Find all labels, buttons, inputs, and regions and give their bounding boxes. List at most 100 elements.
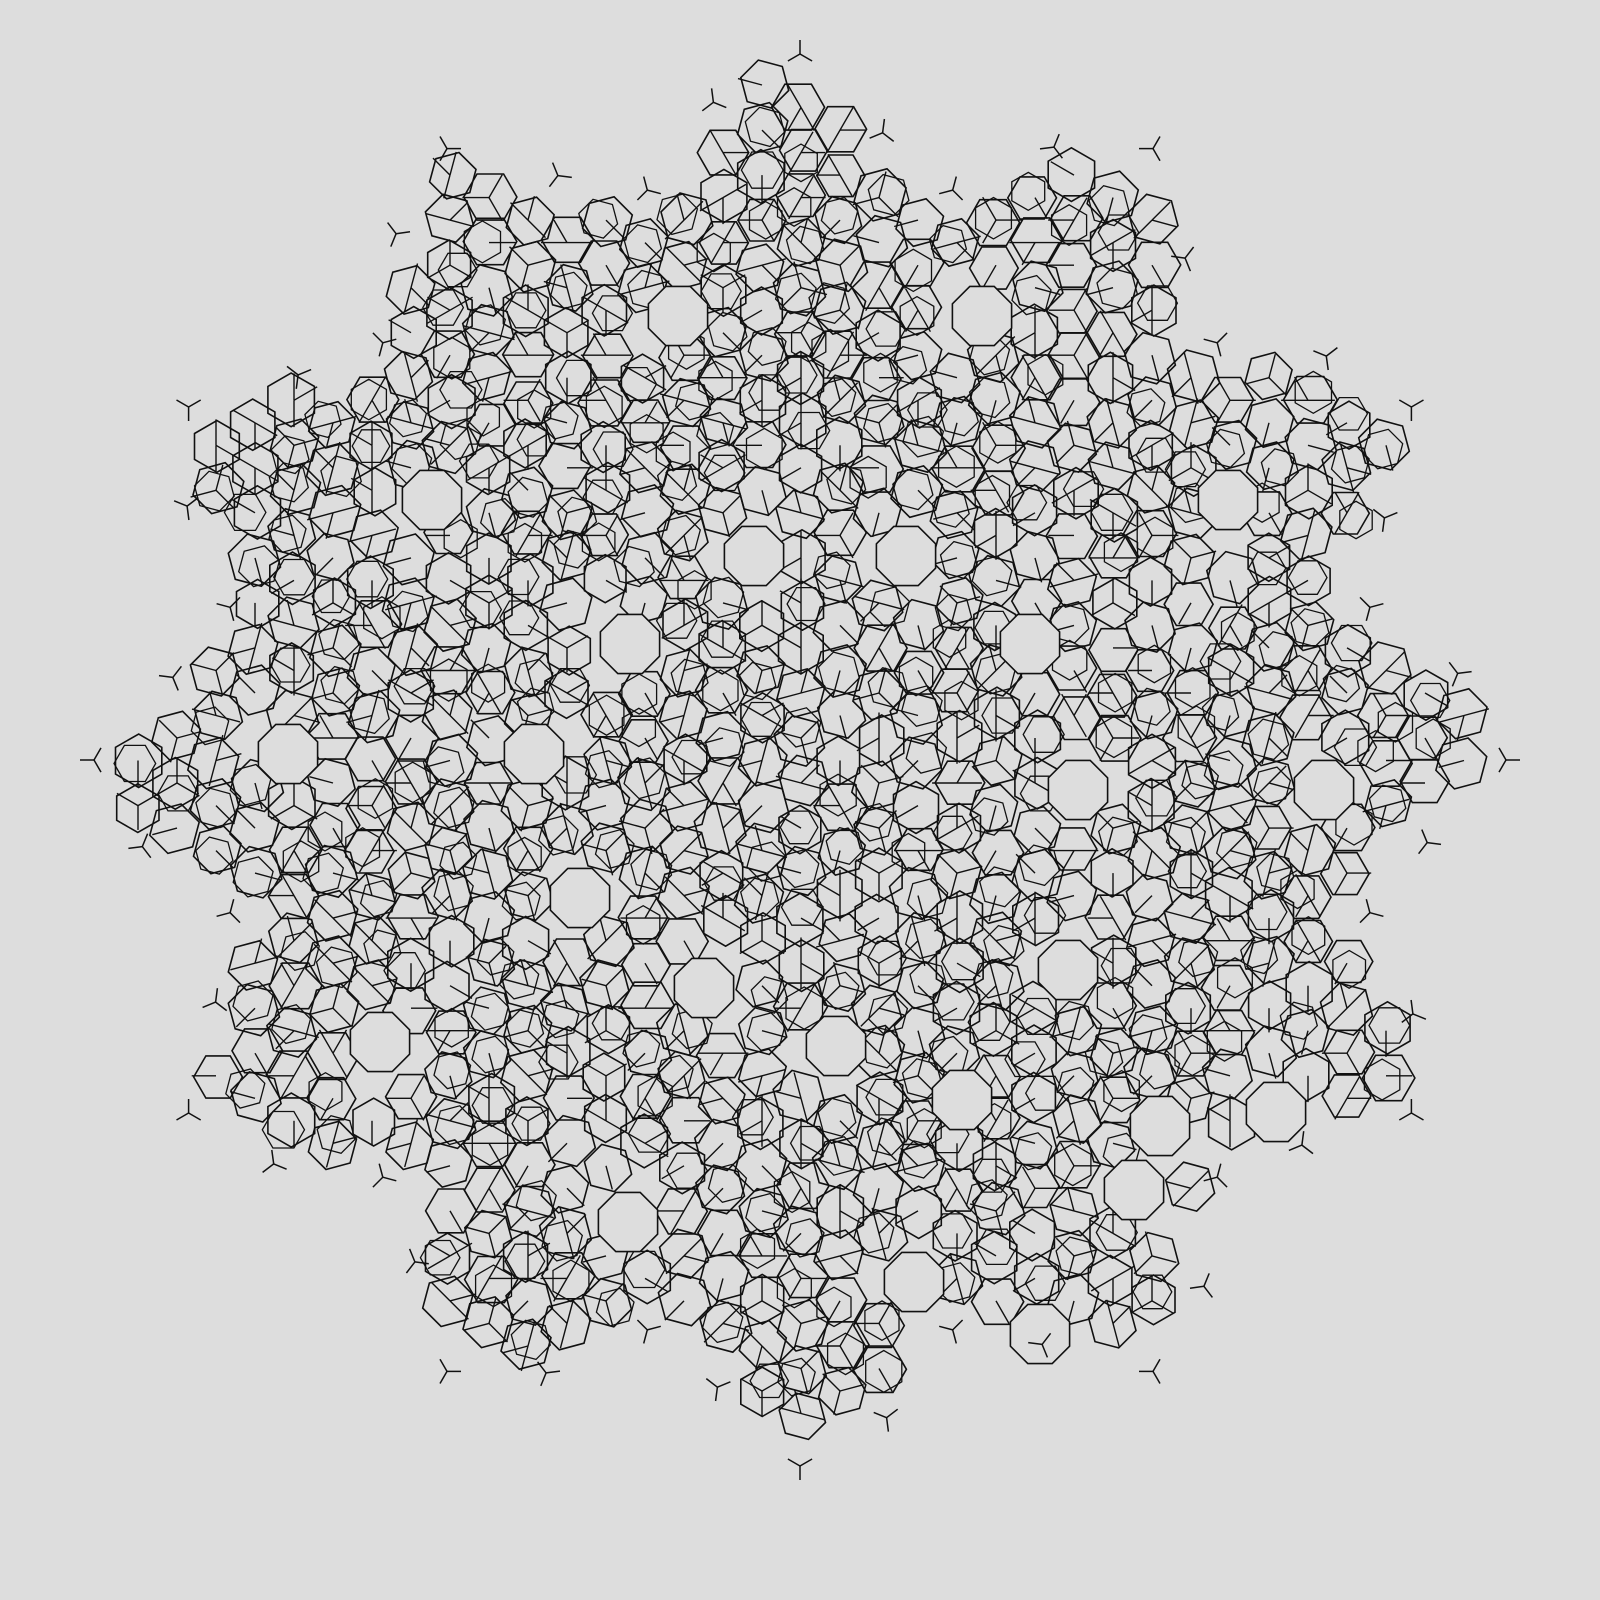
tile-inner-edge: [1334, 1097, 1348, 1120]
hat-tile: [776, 888, 825, 948]
tile-outline-overlap: [471, 1035, 510, 1074]
tile-inner-edge: [1262, 872, 1270, 897]
tile-outline-overlap: [307, 811, 343, 852]
tile-outline-overlap: [899, 1140, 939, 1179]
tile-outline: [425, 1010, 477, 1055]
tile-inner-edge: [449, 1293, 476, 1302]
tile-inner-edge: [1112, 229, 1136, 244]
tile-inner-edge: [620, 287, 646, 295]
hat-tile: [541, 489, 598, 541]
tile-inner-edge: [800, 1412, 825, 1421]
tile-inner-edge: [740, 1300, 763, 1315]
tile-inner-edge: [332, 441, 341, 468]
tile-inner-edge: [1151, 759, 1176, 775]
fringe-stroke: [1216, 1163, 1222, 1178]
tile-inner-edge: [676, 1005, 685, 1031]
tile-inner-edge: [1207, 656, 1231, 672]
tile-inner-edge: [853, 235, 880, 244]
tile-inner-edge: [605, 514, 619, 536]
tile-outline-overlap: [703, 454, 746, 492]
tile-outline-overlap: [190, 706, 230, 746]
tile-outline-overlap: [538, 1044, 579, 1080]
tile-inner-edge: [1073, 354, 1088, 379]
tile-inner-edge: [449, 895, 458, 921]
tile-outline: [737, 1096, 784, 1151]
tile-inner-edge: [1362, 804, 1387, 813]
tile-inner-edge: [1073, 693, 1087, 716]
tile-inner-edge: [839, 465, 848, 491]
tile-inner-edge: [488, 1142, 503, 1167]
tile-outline-overlap: [1136, 285, 1179, 321]
tile-outline-overlap: [786, 586, 826, 622]
hat-tile: [1284, 601, 1335, 652]
tile-inner-edge: [1151, 219, 1177, 228]
hat-tile: [580, 822, 635, 876]
tile-inner-edge: [605, 715, 620, 739]
tile-outline-overlap: [433, 870, 474, 912]
tile-outline-overlap: [1024, 1075, 1066, 1111]
tile-inner-edge: [404, 1143, 412, 1168]
hat-tile: [539, 982, 591, 1039]
tile-inner-edge: [566, 962, 582, 987]
tile-outline-overlap: [1247, 551, 1287, 586]
fringe-stroke: [951, 1329, 958, 1344]
tile-outline: [932, 980, 981, 1036]
tile-inner-edge: [230, 962, 256, 971]
tile-outline: [428, 914, 475, 968]
tile-inner-edge: [465, 1226, 490, 1235]
y-branch-icon: [176, 399, 202, 421]
tile-outline-overlap: [1132, 687, 1171, 726]
tile-outline: [1399, 759, 1451, 804]
tile-outline: [577, 379, 632, 427]
tile-outline: [465, 670, 516, 715]
tile-inner-edge: [1346, 1031, 1361, 1054]
tile-inner-edge: [698, 737, 724, 746]
hat-tile: [812, 1093, 864, 1145]
tile-inner-edge: [1066, 1255, 1075, 1281]
tile-inner-edge: [286, 445, 295, 470]
tile-outline: [1008, 440, 1061, 493]
tile-inner-edge: [1168, 467, 1192, 482]
tile-inner-edge: [825, 354, 841, 379]
hat-tile: [1009, 1120, 1059, 1171]
tile-inner-edge: [449, 690, 458, 716]
hat-tile: [1403, 669, 1451, 722]
tile-inner-edge: [891, 437, 919, 446]
tile-inner-edge: [878, 989, 898, 1009]
tile-inner-edge: [332, 872, 360, 881]
tile-outline: [387, 937, 435, 993]
tile-outline-overlap: [232, 856, 274, 898]
tile-outline: [1125, 917, 1176, 968]
tile-inner-edge: [215, 670, 224, 696]
fringe-stroke: [215, 1001, 228, 1012]
tile-outline-overlap: [237, 545, 281, 588]
hat-tile: [465, 937, 516, 987]
fringe-stroke: [1381, 517, 1386, 532]
tile-outline: [1127, 826, 1182, 881]
y-branch-icon: [80, 747, 102, 773]
fringe-stroke: [1184, 257, 1192, 272]
tile-outline-overlap: [1018, 844, 1061, 887]
tile-inner-edge: [644, 984, 659, 1009]
tile-outline-overlap: [318, 618, 360, 661]
fringe-stroke: [636, 189, 648, 201]
tile-inner-edge: [995, 736, 1004, 761]
tile-inner-edge: [995, 760, 1015, 779]
tile-inner-edge: [348, 888, 373, 897]
tile-inner-edge: [1463, 708, 1490, 717]
tile-inner-edge: [705, 1080, 724, 1099]
hat-tile: [501, 915, 552, 971]
tile-outline: [462, 173, 518, 221]
tile-inner-edge: [800, 218, 809, 243]
tile-inner-edge: [527, 513, 541, 536]
tile-inner-edge: [839, 174, 853, 197]
tile-inner-edge: [878, 692, 898, 712]
hat-tile: [736, 148, 785, 205]
tile-inner-edge: [794, 1390, 802, 1414]
tile-inner-edge: [1183, 351, 1192, 378]
tile-inner-edge: [1055, 444, 1075, 464]
y-branch-icon: [216, 899, 241, 924]
hat-tile: [971, 829, 1025, 876]
hat-tile: [1278, 645, 1333, 697]
hat-tile: [928, 668, 980, 721]
